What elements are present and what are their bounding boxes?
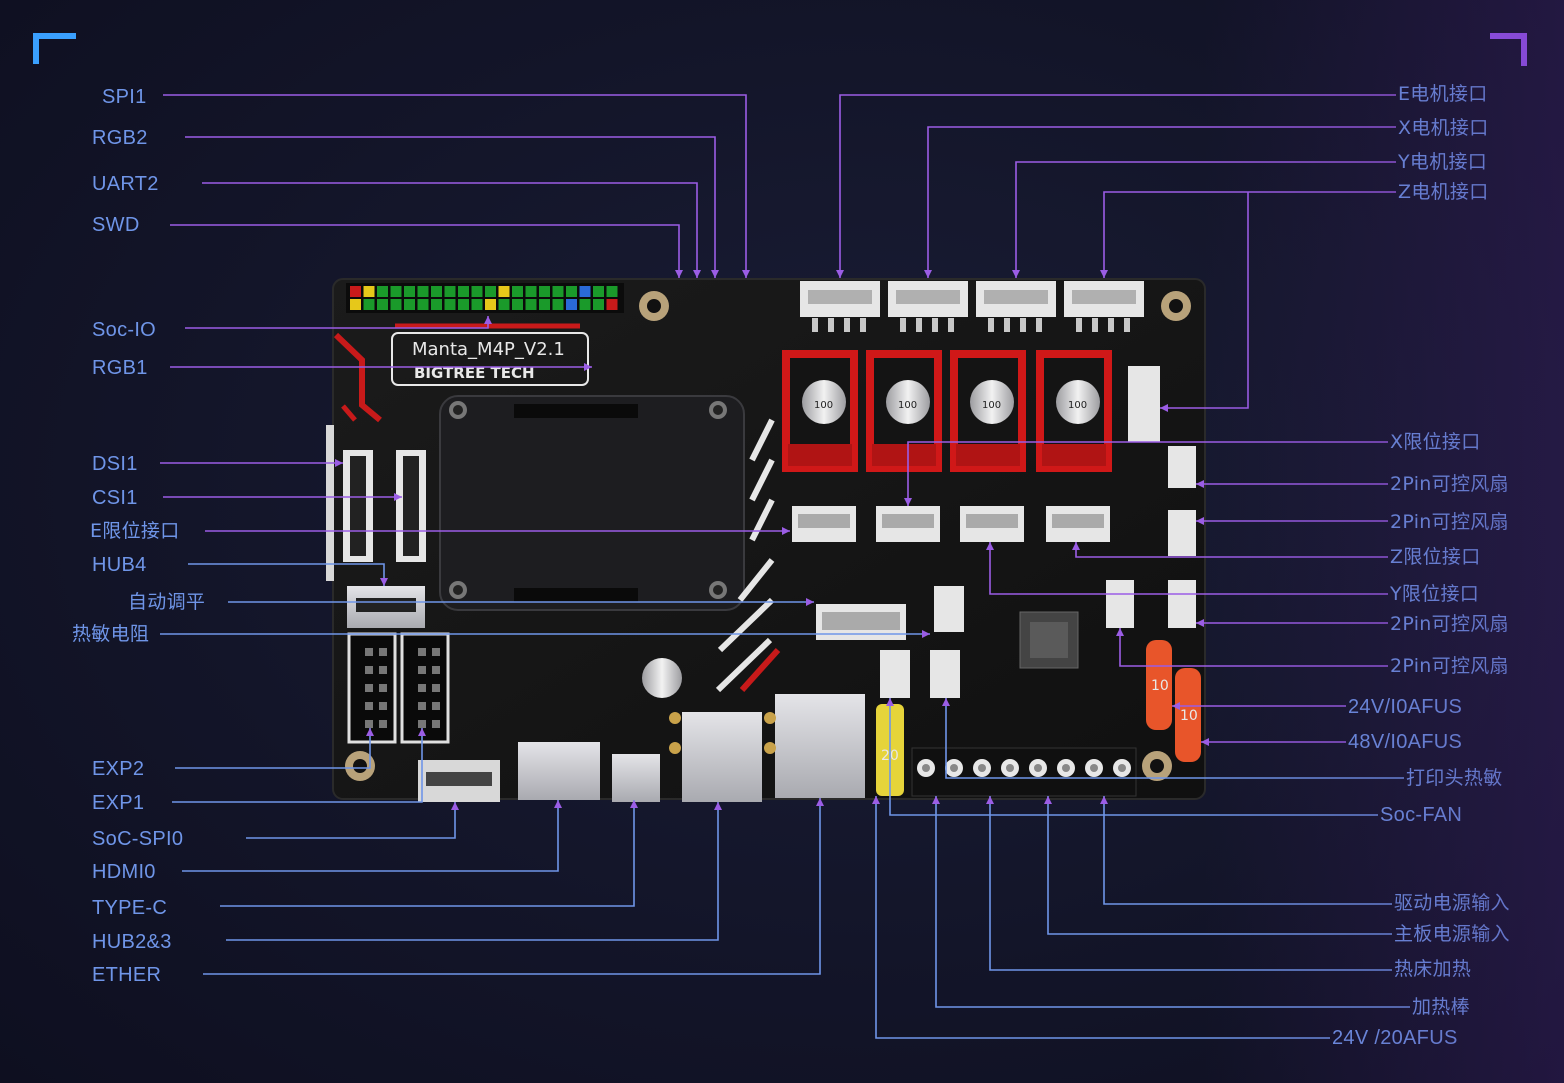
- label-fan-2pin-b: 2Pin可控风扇: [1390, 511, 1509, 533]
- leader-z-motor: [1103, 191, 1396, 409]
- label-fuse-24v: 24V/I0AFUS: [1348, 696, 1463, 718]
- label-soc-fan: Soc-FAN: [1380, 804, 1463, 826]
- label-heated-bed: 热床加热: [1394, 958, 1472, 980]
- label-e-motor: E电机接口: [1398, 83, 1488, 105]
- leader-x-endstop: [907, 441, 1388, 506]
- label-board-power: 主板电源输入: [1394, 923, 1510, 945]
- label-hdmi0: HDMI0: [92, 861, 156, 883]
- svg-text:100: 100: [982, 400, 1001, 411]
- label-csi1: CSI1: [92, 487, 138, 509]
- leader-hdmi0: [182, 800, 559, 872]
- label-fan-2pin-d: 2Pin可控风扇: [1390, 655, 1509, 677]
- label-soc-io: Soc-IO: [92, 319, 157, 341]
- leader-heater-rod: [935, 796, 1410, 1008]
- label-rgb1: RGB1: [92, 357, 148, 379]
- label-z-endstop: Z限位接口: [1390, 546, 1481, 568]
- label-fuse-20a: 24V /20AFUS: [1332, 1027, 1458, 1049]
- leader-fuse-20a: [875, 796, 1330, 1039]
- leader-uart2: [202, 182, 698, 278]
- leader-board-power: [1047, 796, 1392, 935]
- leader-exp2: [175, 728, 371, 769]
- label-soc-spi0: SoC-SPI0: [92, 828, 184, 850]
- leader-exp1: [172, 728, 423, 803]
- leader-type-c: [220, 800, 635, 907]
- label-heater-rod: 加热棒: [1412, 996, 1470, 1018]
- label-type-c: TYPE-C: [92, 897, 168, 919]
- board-model-text: Manta_M4P_V2.1: [412, 339, 565, 360]
- label-hub4: HUB4: [92, 554, 147, 576]
- leader-spi1: [163, 94, 747, 278]
- label-x-motor: X电机接口: [1398, 117, 1489, 139]
- leader-hub4: [188, 563, 385, 586]
- label-fan-2pin-c: 2Pin可控风扇: [1390, 613, 1509, 635]
- label-uart2: UART2: [92, 173, 159, 195]
- label-fuse-48v: 48V/I0AFUS: [1348, 731, 1463, 753]
- leader-heated-bed: [989, 796, 1392, 971]
- leader-rgb2: [185, 136, 716, 278]
- svg-text:10: 10: [1180, 708, 1198, 724]
- leader-hub23: [226, 802, 719, 941]
- leader-z-endstop: [1075, 542, 1388, 558]
- svg-text:100: 100: [898, 400, 917, 411]
- leader-ether: [203, 798, 821, 975]
- leader-swd: [170, 224, 680, 278]
- leader-y-endstop: [989, 542, 1388, 595]
- label-driver-power: 驱动电源输入: [1394, 892, 1510, 914]
- label-e-endstop: E限位接口: [90, 520, 180, 542]
- leader-driver-power: [1103, 796, 1392, 905]
- board-brand-text: BIGTREE TECH: [414, 364, 535, 382]
- svg-text:100: 100: [814, 400, 833, 411]
- label-exp1: EXP1: [92, 792, 145, 814]
- svg-text:10: 10: [1151, 678, 1169, 694]
- leader-soc-io: [185, 316, 489, 329]
- label-hub23: HUB2&3: [92, 931, 172, 953]
- gpio-header: [346, 283, 624, 313]
- label-exp2: EXP2: [92, 758, 145, 780]
- label-spi1: SPI1: [102, 86, 147, 108]
- label-z-motor: Z电机接口: [1398, 181, 1489, 203]
- label-auto-level: 自动调平: [128, 591, 206, 613]
- leader-soc-fan: [889, 698, 1378, 816]
- label-thermistor: 热敏电阻: [72, 623, 150, 645]
- label-fan-2pin-a: 2Pin可控风扇: [1390, 473, 1509, 495]
- label-hotend-therm: 打印头热敏: [1406, 767, 1503, 789]
- label-x-endstop: X限位接口: [1390, 431, 1481, 453]
- leader-hotend-therm: [945, 698, 1404, 779]
- label-ether: ETHER: [92, 964, 162, 986]
- leader-soc-spi0: [246, 802, 456, 839]
- leader-fan-2pin-d: [1119, 628, 1388, 667]
- label-swd: SWD: [92, 214, 140, 236]
- label-y-endstop: Y限位接口: [1390, 583, 1480, 605]
- leader-x-motor: [927, 126, 1396, 278]
- label-y-motor: Y电机接口: [1398, 151, 1488, 173]
- svg-text:100: 100: [1068, 400, 1087, 411]
- leader-y-motor: [1015, 161, 1396, 278]
- leader-e-motor: [839, 94, 1396, 278]
- label-rgb2: RGB2: [92, 127, 148, 149]
- label-dsi1: DSI1: [92, 453, 138, 475]
